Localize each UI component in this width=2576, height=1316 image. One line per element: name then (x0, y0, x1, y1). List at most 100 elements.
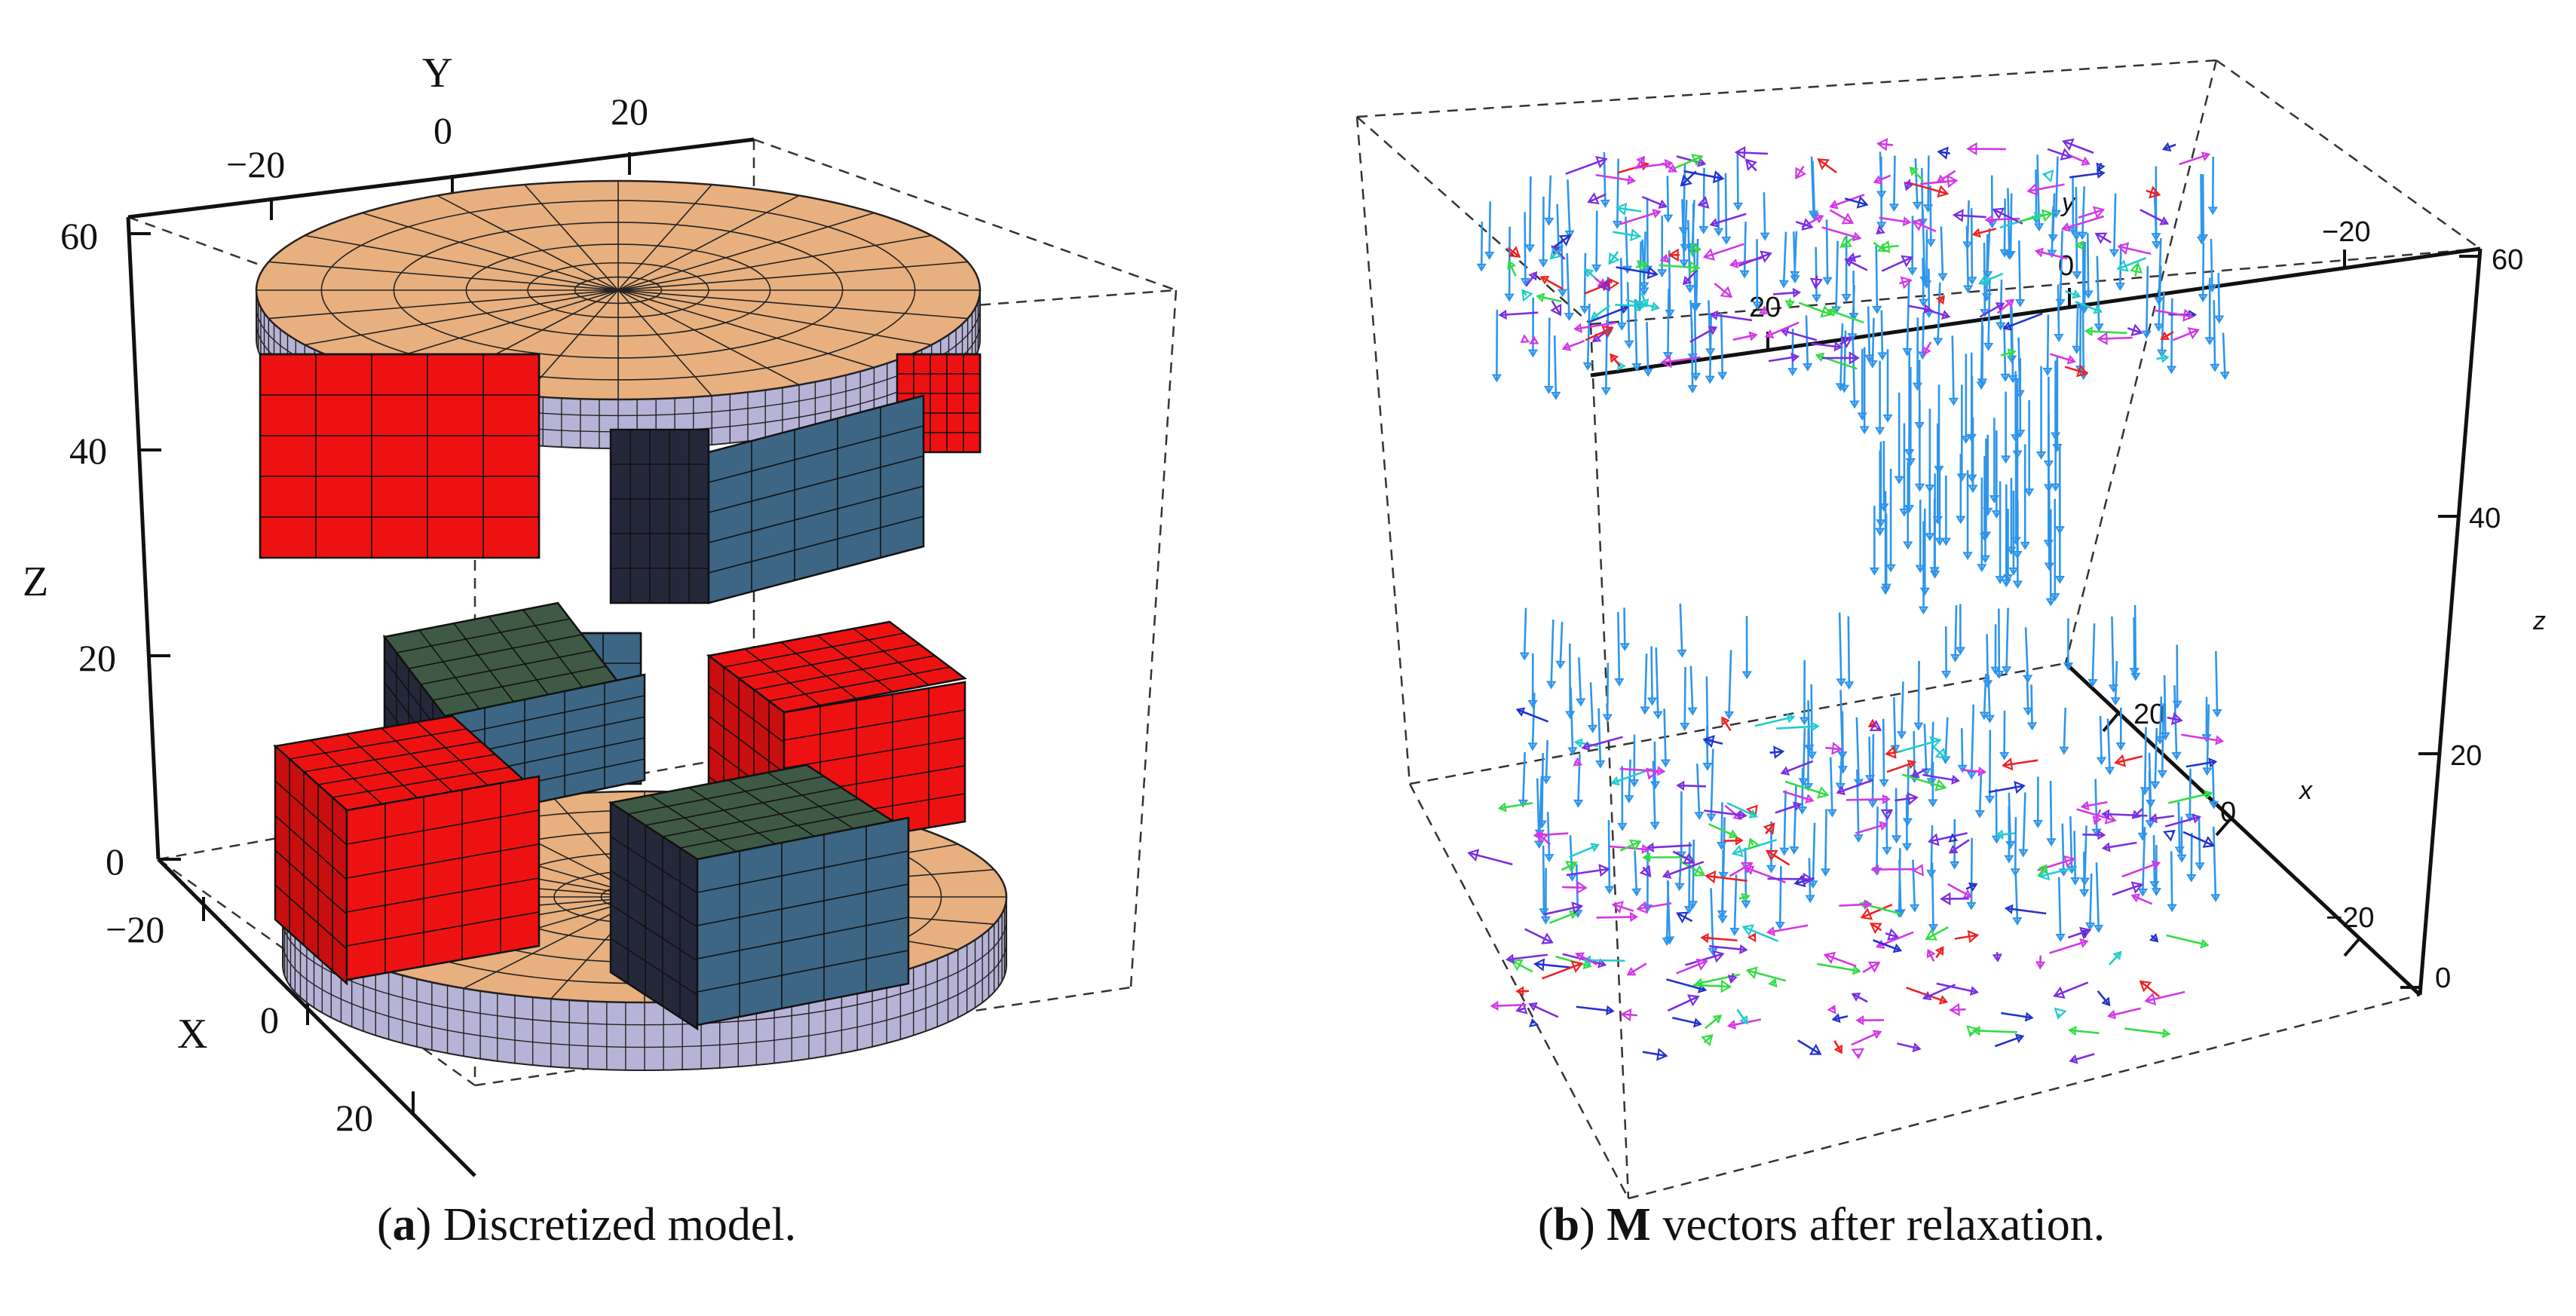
m-vector-81 (2213, 273, 2225, 324)
m-vector-74 (1977, 326, 1988, 387)
m-vector-360 (2023, 671, 2033, 716)
m-vector-130 (1925, 185, 1936, 248)
m-vector-385 (1519, 608, 1530, 661)
m-vector-470 (1784, 298, 1796, 309)
m-vector-157 (1991, 430, 2002, 519)
lower-green-block-front (608, 764, 910, 1031)
m-vector-101 (2166, 298, 2177, 375)
m-vector-709 (1901, 773, 1947, 791)
m-vector-297 (1631, 850, 1642, 897)
m-vector-28 (1778, 231, 1790, 289)
m-vector-477 (2034, 247, 2068, 260)
m-vector-378 (1991, 788, 2002, 844)
m-vector-242 (2210, 826, 2221, 903)
m-vector-597 (1467, 849, 1513, 866)
m-vector-370 (2208, 765, 2219, 809)
m-vector-88 (1491, 309, 1502, 383)
panel-a-z-tick-60: 60 (60, 215, 98, 257)
m-vector-514 (1659, 253, 1670, 263)
m-vector-489 (1920, 174, 1959, 188)
m-vector-250 (1789, 785, 1800, 855)
m-vector-621 (2167, 789, 2213, 804)
m-vector-562 (1515, 986, 1529, 996)
m-vector-179 (2008, 490, 2019, 576)
m-vector-480 (2160, 331, 2174, 341)
m-vector-1 (1983, 277, 1994, 351)
m-vector-87 (1760, 192, 1770, 241)
m-vector-719 (1870, 864, 1917, 875)
m-vector-310 (1741, 616, 1752, 680)
m-vector-629 (1745, 966, 1787, 982)
m-vector-599 (1855, 1015, 1885, 1026)
m-vector-218 (1919, 508, 1930, 596)
m-vector-340 (1614, 611, 1625, 687)
m-vector-66 (1656, 216, 1668, 278)
upper-red-block-left-front-face (259, 353, 541, 559)
lower-magnet-blocks (273, 601, 968, 1031)
m-vector-375 (1702, 676, 1713, 748)
m-vector-89 (1962, 200, 1973, 250)
m-vector-555 (1880, 809, 1894, 821)
m-vector-170 (2044, 480, 2054, 571)
m-vector-339 (1687, 840, 1698, 910)
m-vector-347 (1629, 734, 1640, 788)
m-vector-294 (2185, 768, 2195, 822)
m-vector-463 (1553, 234, 1572, 248)
panel-b-axes (1590, 246, 2483, 996)
m-vector-656 (1619, 766, 1666, 776)
m-vector-38 (1831, 240, 1842, 315)
m-vector-358 (2212, 650, 2222, 718)
m-vector-669 (1596, 911, 1639, 923)
m-vector-461 (1697, 196, 1710, 209)
m-vector-574 (1636, 901, 1672, 914)
m-vector-647 (1676, 958, 1708, 975)
m-vector-128 (1527, 297, 1539, 358)
m-vector-188 (1940, 476, 1952, 546)
m-vector-680 (1726, 802, 1758, 819)
m-vector-406 (2064, 364, 2089, 378)
m-vector-379 (2093, 862, 2104, 933)
m-vector-70 (2083, 233, 2094, 299)
m-vector-464 (1738, 250, 1772, 267)
m-vector-267 (1913, 661, 1924, 731)
m-vector-619 (1642, 852, 1689, 863)
m-vector-8 (1591, 210, 1602, 273)
panel-a-z-axis-label: Z (23, 559, 48, 605)
m-vector-518 (1573, 321, 1616, 333)
m-vector-567 (2092, 809, 2103, 825)
m-vector-221 (1896, 681, 1907, 740)
m-vector-686 (1754, 713, 1796, 727)
m-vector-412 (1550, 300, 1562, 317)
m-vector-520 (1904, 179, 1913, 191)
m-vector-476 (1634, 155, 1645, 170)
m-vector-386 (1716, 802, 1727, 850)
m-vector-483 (2047, 148, 2072, 161)
m-vector-499 (1821, 226, 1862, 242)
m-vector-331 (1966, 704, 1977, 780)
m-vector-143 (1679, 199, 1689, 268)
m-vector-569 (1529, 1018, 1539, 1027)
m-vector-257 (2018, 792, 2029, 858)
m-vector-404 (1595, 173, 1637, 185)
m-vector-255 (1662, 881, 1672, 947)
m-vector-637 (1817, 963, 1861, 975)
m-vector-126 (1524, 176, 1536, 253)
m-vector-171 (2020, 444, 2030, 550)
m-vector-98 (1790, 231, 1800, 280)
m-vector-478 (2096, 162, 2106, 173)
m-vector-642 (1709, 944, 1748, 955)
m-vector-503 (1674, 154, 1704, 170)
m-vector-390 (2161, 142, 2176, 152)
m-vector-626 (1767, 872, 1814, 886)
m-vector-529 (1709, 310, 1753, 322)
m-vector-424 (1668, 248, 1680, 262)
m-vector-676 (1619, 839, 1642, 852)
m-vector-467 (1608, 251, 1620, 265)
m-vector-564 (1925, 926, 1949, 941)
panel-a-caption-label: a (392, 1199, 416, 1250)
panel-b-y-tick-neg20: −20 (2322, 216, 2370, 248)
m-vector-721 (1562, 880, 1588, 895)
m-vector-264 (1879, 718, 1889, 788)
m-vector-260 (1660, 708, 1671, 768)
m-vector-337 (1649, 741, 1661, 790)
